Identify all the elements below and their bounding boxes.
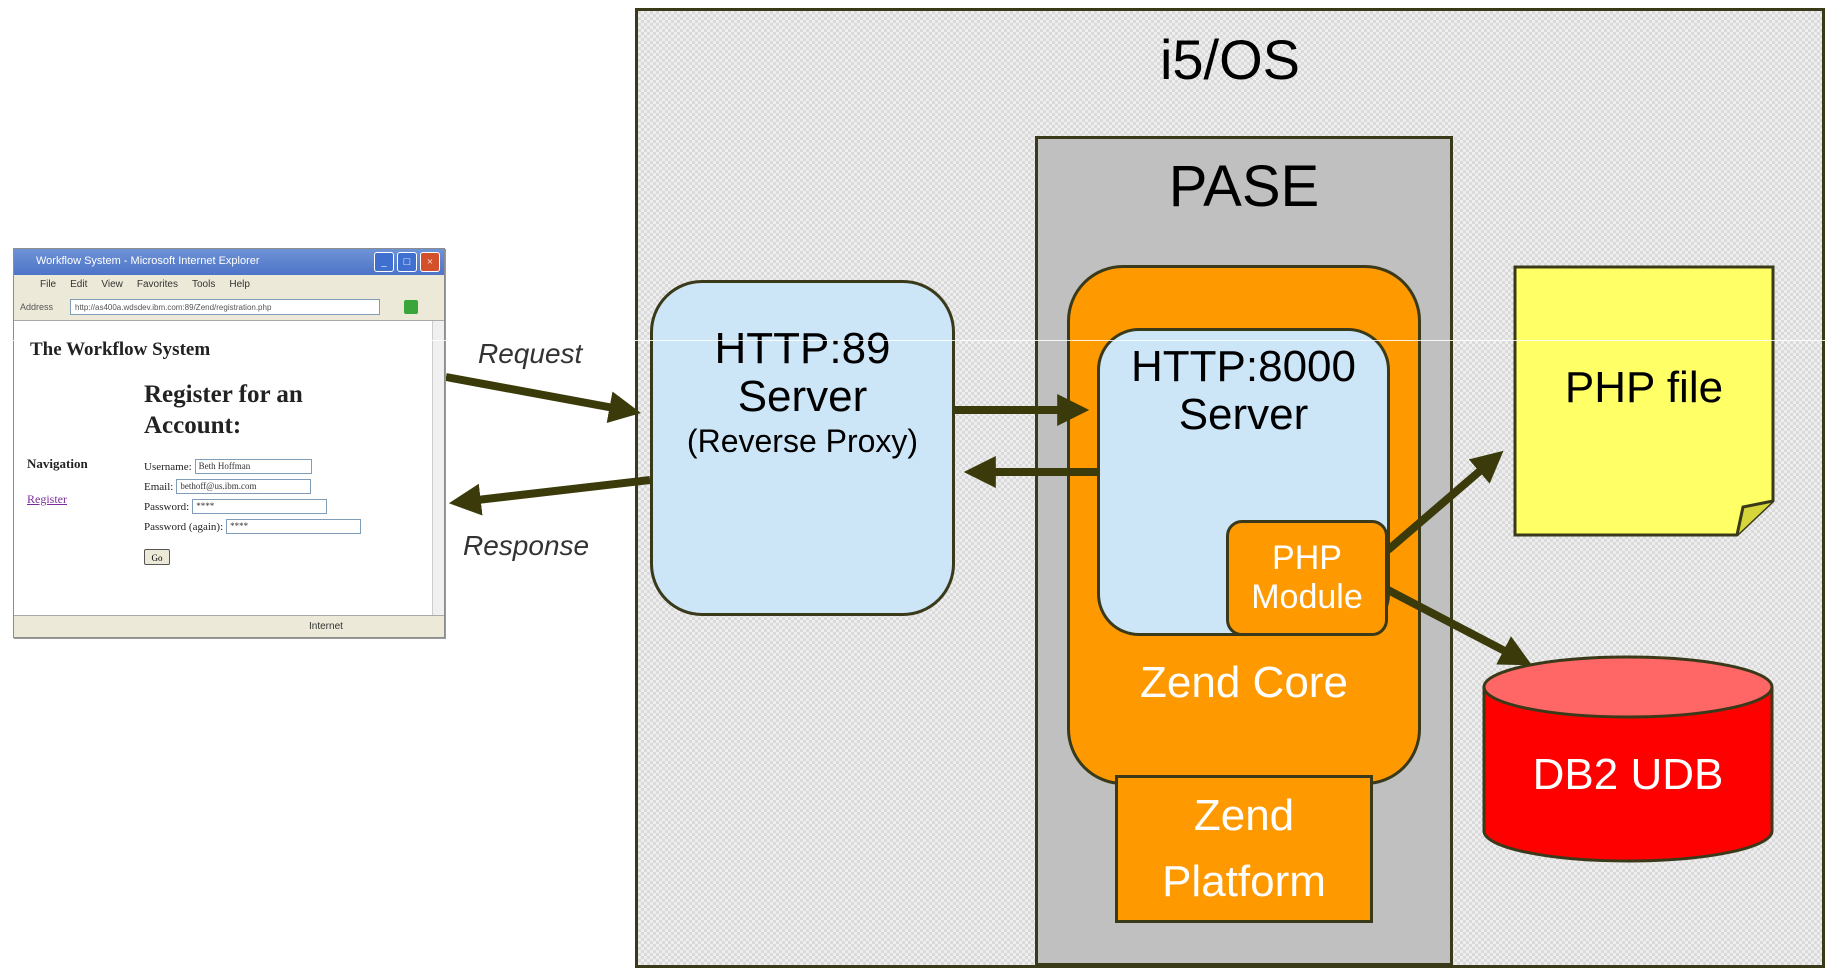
menu-file[interactable]: File <box>40 279 57 290</box>
browser-statusbar: Internet <box>14 615 444 637</box>
db2-database: DB2 UDB <box>1482 655 1774 865</box>
password-label: Password: <box>144 500 190 513</box>
request-label: Request <box>478 338 583 369</box>
browser-window: Workflow System - Microsoft Internet Exp… <box>13 248 445 638</box>
http89-line3: (Reverse Proxy) <box>686 422 919 459</box>
divider-line <box>0 340 1828 341</box>
username-row: Username: Beth Hoffman <box>144 459 312 474</box>
password-row: Password: **** <box>144 499 328 514</box>
php-file-shape <box>1513 265 1775 537</box>
zend-platform-line2: Platform <box>1162 857 1326 906</box>
password-field[interactable]: **** <box>192 499 328 514</box>
response-arrow <box>448 476 651 516</box>
password-again-row: Password (again): **** <box>144 519 362 534</box>
status-zone: Internet <box>309 621 343 632</box>
address-input[interactable]: http://as400a.wdsdev.ibm.com:89/Zend/reg… <box>70 299 380 315</box>
menu-view[interactable]: View <box>101 279 123 290</box>
db2-arrow <box>1386 586 1532 666</box>
menu-edit[interactable]: Edit <box>70 279 88 290</box>
php-module-line1: PHP <box>1272 538 1342 577</box>
submit-button[interactable]: Go <box>144 549 170 565</box>
browser-titlebar: Workflow System - Microsoft Internet Exp… <box>14 249 444 275</box>
address-label: Address <box>20 302 54 312</box>
menu-help[interactable]: Help <box>229 279 250 290</box>
menu-favorites[interactable]: Favorites <box>136 279 178 290</box>
i5os-label: i5/OS <box>1159 28 1301 91</box>
request-arrow <box>445 373 642 423</box>
form-heading: Register for an Account: <box>144 381 303 440</box>
arrows-layer <box>445 373 1532 666</box>
page-title: The Workflow System <box>30 339 211 360</box>
navigation-heading: Navigation <box>27 456 88 471</box>
http8000-line1: HTTP:8000 <box>1131 342 1356 391</box>
password-again-field[interactable]: **** <box>226 519 362 534</box>
email-field[interactable]: bethoff@us.ibm.com <box>176 479 312 494</box>
http89-line2: Server <box>737 372 868 422</box>
zend-platform-box: Zend Platform <box>1115 775 1373 923</box>
browser-menubar: File Edit View Favorites Tools Help <box>14 275 444 295</box>
menu-tools[interactable]: Tools <box>191 279 216 290</box>
email-label: Email: <box>144 480 174 493</box>
http89-server-box: HTTP:89 Server (Reverse Proxy) <box>650 280 955 616</box>
username-field[interactable]: Beth Hoffman <box>194 459 312 474</box>
db2-label: DB2 UDB <box>1532 750 1724 799</box>
php-module-line2: Module <box>1251 578 1363 616</box>
maximize-icon[interactable]: □ <box>397 252 417 272</box>
minimize-icon[interactable]: _ <box>374 252 394 272</box>
go-icon[interactable] <box>404 300 418 314</box>
php-module-box: PHP Module <box>1226 520 1388 636</box>
email-row: Email: bethoff@us.ibm.com <box>144 479 312 494</box>
password-again-label: Password (again): <box>144 520 224 533</box>
register-link[interactable]: Register <box>27 492 67 506</box>
username-label: Username: <box>144 460 192 473</box>
browser-window-controls: _ □ × <box>374 252 440 272</box>
php-file-label: PHP file <box>1564 363 1724 412</box>
response-label: Response <box>463 530 590 561</box>
zend-core-label: Zend Core <box>1140 658 1348 707</box>
php-file-note: PHP file <box>1513 265 1775 537</box>
php-file-arrow <box>1385 450 1504 554</box>
http89-line1: HTTP:89 <box>714 324 891 373</box>
db2-cylinder-shape <box>1482 655 1774 863</box>
pase-label: PASE <box>1168 154 1320 219</box>
zend-platform-line1: Zend <box>1193 791 1295 840</box>
browser-addressbar: Address http://as400a.wdsdev.ibm.com:89/… <box>14 295 444 321</box>
scrollbar[interactable] <box>432 321 444 615</box>
http8000-line2: Server <box>1178 390 1309 440</box>
close-icon[interactable]: × <box>420 252 440 272</box>
browser-window-title: Workflow System - Microsoft Internet Exp… <box>36 255 260 267</box>
